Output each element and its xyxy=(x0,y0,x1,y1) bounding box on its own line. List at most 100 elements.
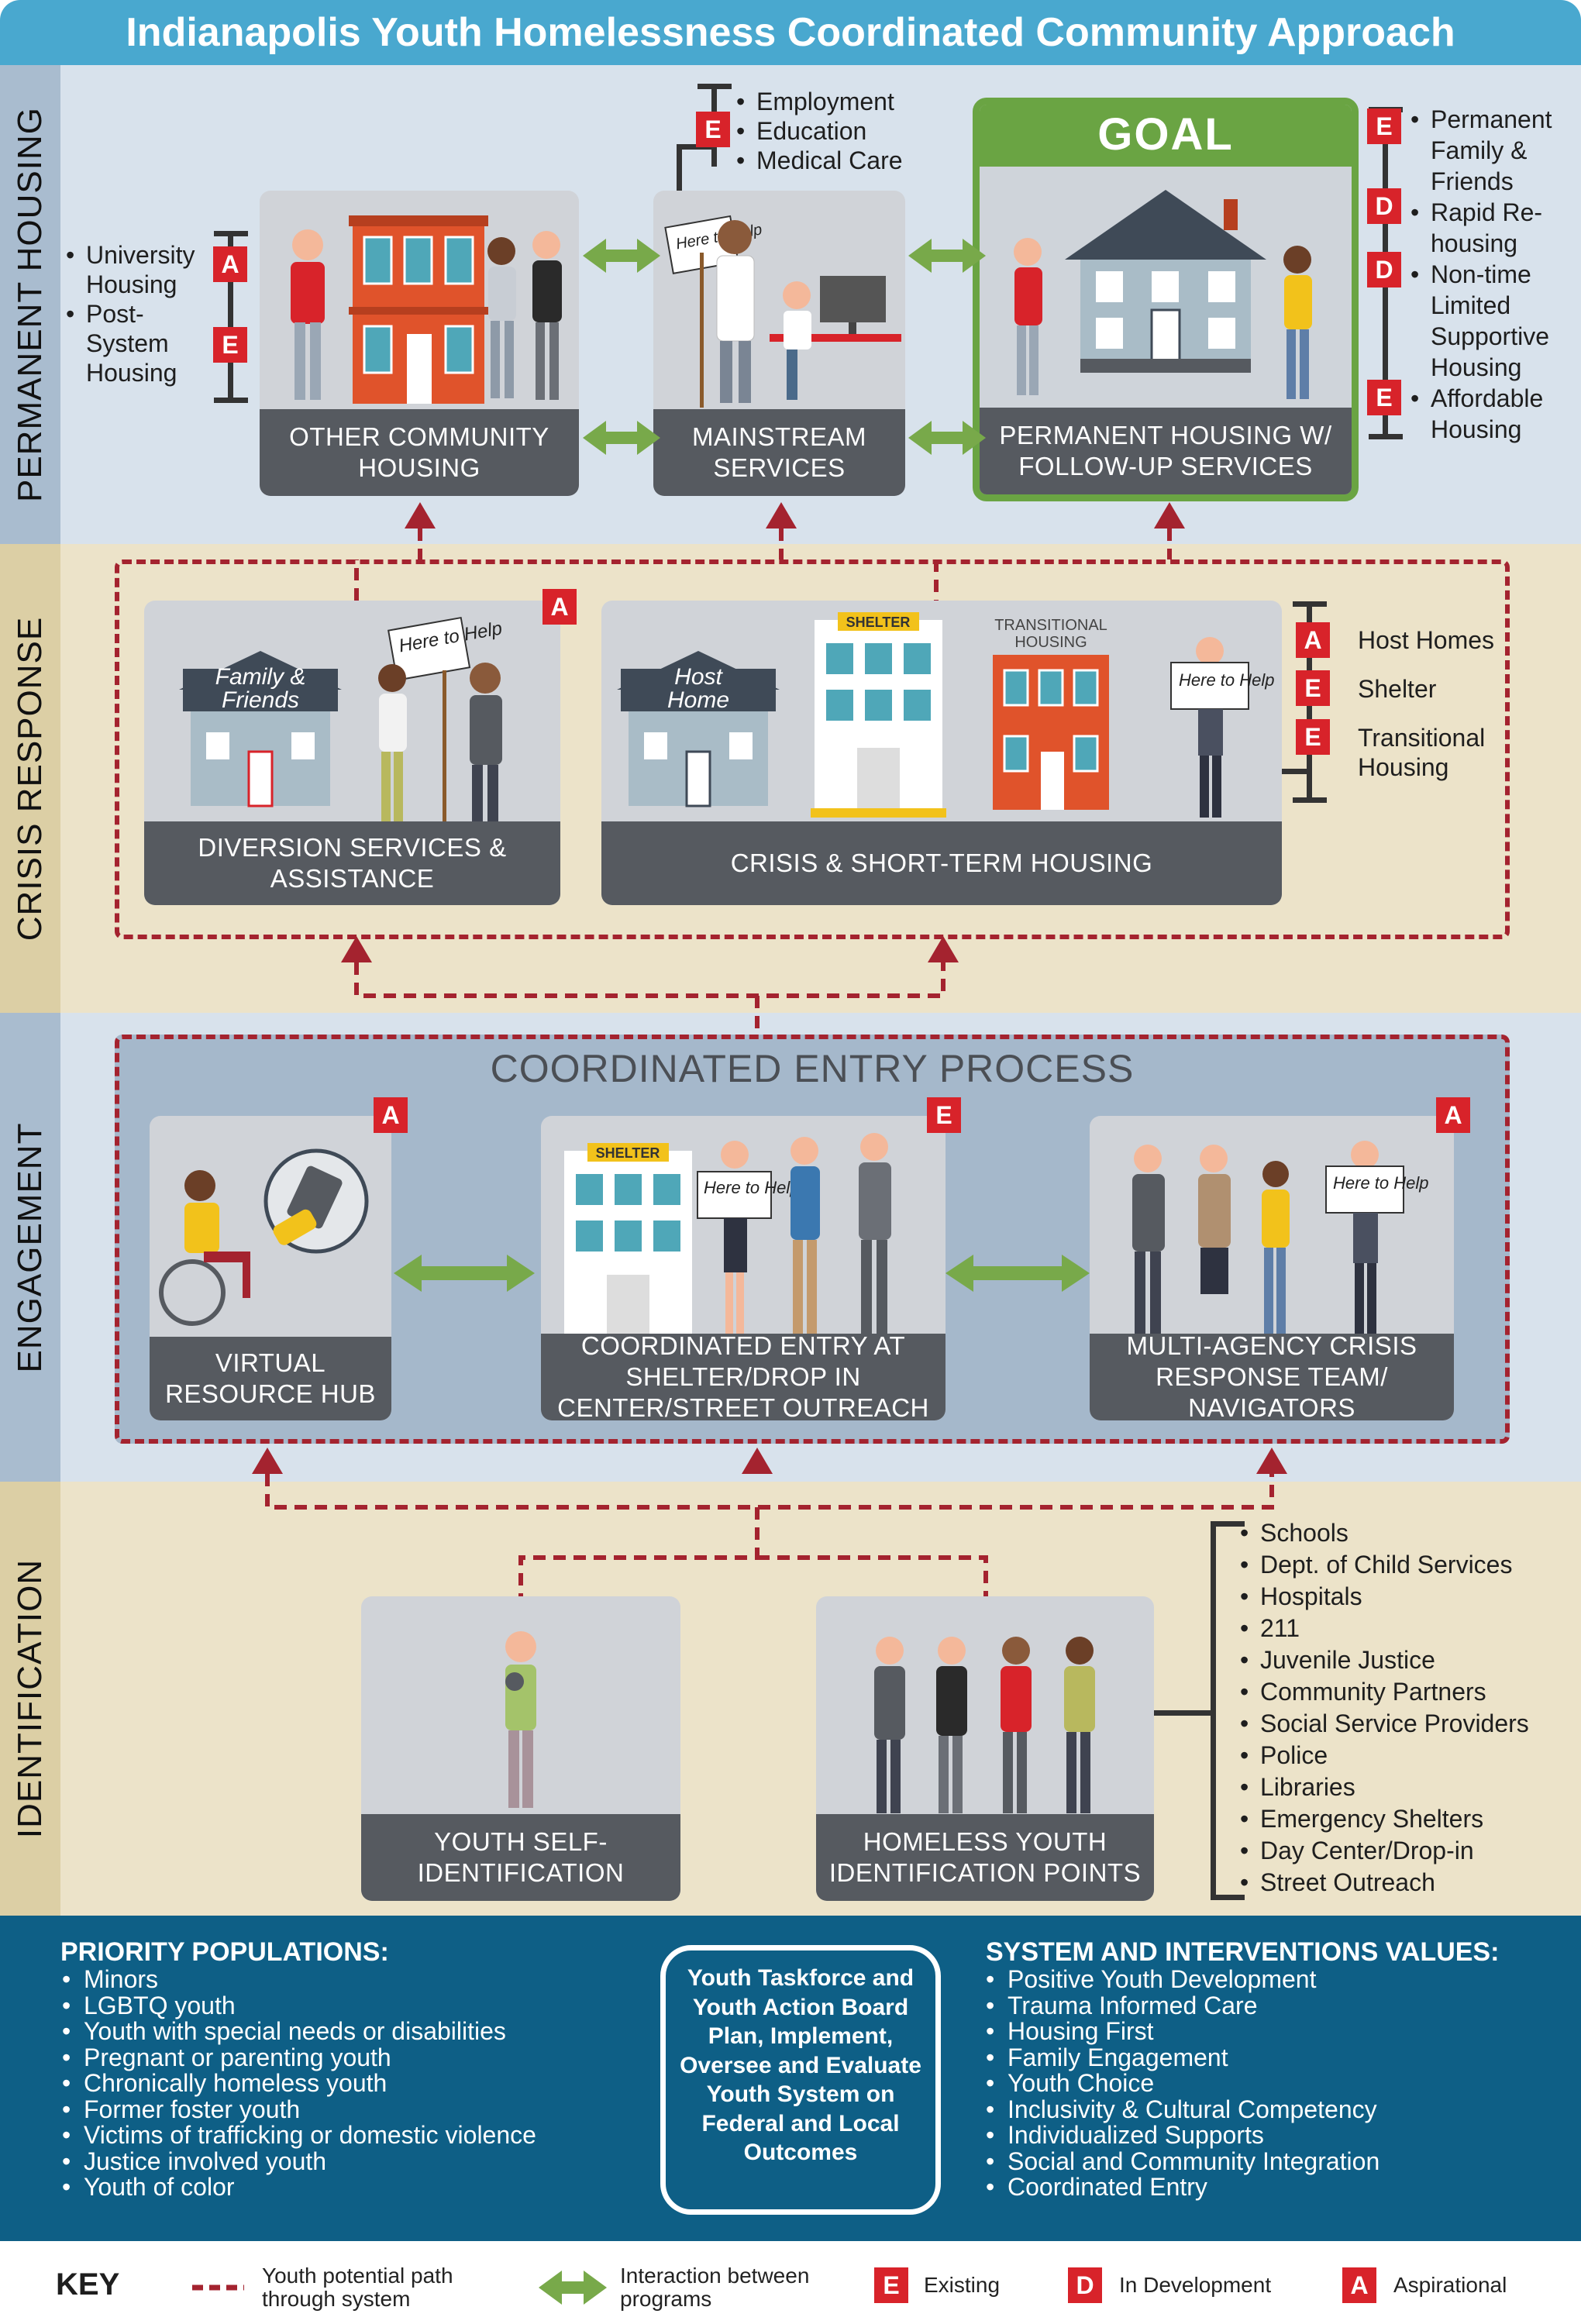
sign-text: Here to Help xyxy=(704,1178,800,1197)
bracket xyxy=(228,232,233,401)
card-caption: PERMANENT HOUSING W/ FOLLOW-UP SERVICES xyxy=(980,408,1352,494)
key-existing-label: Existing xyxy=(924,2273,1001,2297)
status-badge-existing: E xyxy=(1367,108,1401,144)
list-item: Street Outreach xyxy=(1240,1867,1573,1899)
card-caption: DIVERSION SERVICES & ASSISTANCE xyxy=(144,821,560,905)
list-item: Social Service Providers xyxy=(1240,1708,1573,1740)
list-item: Inclusivity & Cultural Competency xyxy=(986,2096,1528,2123)
goal-list: Permanent Family & Friends Rapid Re-hous… xyxy=(1410,104,1573,445)
key-aspirational-label: Aspirational xyxy=(1393,2273,1507,2297)
multi-agency-card: Here to Help MULTI-AGENCY CRISIS RESPONS… xyxy=(1090,1116,1454,1420)
list-item: Employment xyxy=(736,87,969,116)
list-item: Libraries xyxy=(1240,1771,1573,1803)
card-caption: COORDINATED ENTRY AT SHELTER/DROP IN CEN… xyxy=(541,1331,946,1420)
tab-identification: IDENTIFICATION xyxy=(0,1482,60,1916)
list-item: Dept. of Child Services xyxy=(1240,1549,1573,1581)
page-title: Indianapolis Youth Homelessness Coordina… xyxy=(0,0,1581,65)
goal-label: GOAL xyxy=(980,105,1352,167)
list-item: Housing First xyxy=(986,2018,1528,2045)
sign-text: Here to Help xyxy=(1179,670,1275,690)
mainstream-services-list: Employment Education Medical Care xyxy=(736,87,969,175)
group-illustration xyxy=(874,1637,1095,1813)
status-badge-development: D xyxy=(1367,188,1401,224)
list-item: Victims of trafficking or domestic viole… xyxy=(62,2122,651,2149)
crisis-item: Host Homes xyxy=(1358,626,1495,654)
house-sign: Family & xyxy=(215,664,306,690)
status-badge-existing: E xyxy=(213,327,247,363)
transitional-sign: HOUSING xyxy=(1014,634,1087,651)
card-caption: MAINSTREAM SERVICES xyxy=(653,409,905,496)
bracket xyxy=(677,144,682,191)
list-item: Juvenile Justice xyxy=(1240,1644,1573,1676)
street-outreach-illustration: SHELTER Here to Help xyxy=(560,1133,891,1344)
list-item: Youth Choice xyxy=(986,2070,1528,2097)
bracket xyxy=(214,398,248,403)
key-aspirational-badge: A xyxy=(1342,2267,1376,2303)
list-item: Medical Care xyxy=(736,146,969,175)
key-existing-badge: E xyxy=(874,2267,908,2303)
card-caption: VIRTUAL RESOURCE HUB xyxy=(150,1337,391,1420)
wheelchair-illustration xyxy=(159,1148,369,1326)
card-caption: YOUTH SELF-IDENTIFICATION xyxy=(361,1814,680,1901)
list-item: Youth of color xyxy=(62,2174,651,2201)
house-sign: Home xyxy=(667,687,729,713)
transitional-sign: TRANSITIONAL xyxy=(994,617,1107,634)
interaction-arrow-icon xyxy=(539,2271,607,2305)
status-badge-existing: E xyxy=(1367,380,1401,415)
youth-illustration xyxy=(505,1631,536,1808)
key-development-badge: D xyxy=(1068,2267,1102,2303)
key-development-label: In Development xyxy=(1119,2273,1272,2297)
bracket xyxy=(214,231,248,236)
status-badge-aspirational: A xyxy=(374,1097,408,1133)
crisis-item: Shelter xyxy=(1358,675,1437,703)
list-item: Education xyxy=(736,116,969,146)
bracket xyxy=(1154,1710,1214,1716)
key-path-label: Youth potential path through system xyxy=(262,2264,453,2311)
tab-engagement: ENGAGEMENT xyxy=(0,1013,60,1482)
house-sign: Friends xyxy=(222,687,299,713)
virtual-resource-hub-card: VIRTUAL RESOURCE HUB xyxy=(150,1116,391,1420)
card-caption: OTHER COMMUNITY HOUSING xyxy=(260,409,579,496)
list-item: Schools xyxy=(1240,1517,1573,1549)
list-item: Emergency Shelters xyxy=(1240,1803,1573,1835)
identification-points-list: SchoolsDept. of Child ServicesHospitals2… xyxy=(1240,1517,1573,1899)
list-item: Coordinated Entry xyxy=(986,2174,1528,2201)
bracket xyxy=(1369,434,1403,439)
mainstream-services-card: Here to Help MAINSTREAM SERVICES xyxy=(653,191,905,496)
shelter-sign: SHELTER xyxy=(596,1145,660,1161)
status-badge-existing: E xyxy=(696,112,730,147)
list-item: University Housing xyxy=(66,240,213,299)
status-badge-development: D xyxy=(1367,252,1401,287)
list-item: Former foster youth xyxy=(62,2096,651,2123)
key-title: KEY xyxy=(56,2267,120,2302)
key-interaction-label: Interaction between programs xyxy=(620,2264,810,2311)
other-community-housing-card: OTHER COMMUNITY HOUSING xyxy=(260,191,579,496)
values-title: SYSTEM AND INTERVENTIONS VALUES: xyxy=(986,1937,1500,1967)
house-illustration xyxy=(1014,190,1312,399)
card-caption: HOMELESS YOUTH IDENTIFICATION POINTS xyxy=(816,1814,1154,1901)
status-badge-aspirational: A xyxy=(1296,622,1330,658)
list-item: Justice involved youth xyxy=(62,2148,651,2175)
values-list: Positive Youth DevelopmentTrauma Informe… xyxy=(986,1966,1528,2201)
status-badge-existing: E xyxy=(1296,670,1330,706)
list-item: LGBTQ youth xyxy=(62,1992,651,2019)
status-badge-existing: E xyxy=(927,1097,961,1133)
list-item: Youth with special needs or disabilities xyxy=(62,2018,651,2045)
diversion-services-card: Family & Friends Here to Help DIVERSION … xyxy=(144,601,560,905)
shelter-illustration: Host Home SHELTER TRANSITIONAL HOUSING H… xyxy=(617,612,1275,818)
other-housing-list: University Housing Post-System Housing xyxy=(66,240,213,387)
crisis-short-term-housing-card: Host Home SHELTER TRANSITIONAL HOUSING H… xyxy=(601,601,1282,905)
bracket xyxy=(698,84,732,89)
youth-self-identification-card: YOUTH SELF-IDENTIFICATION xyxy=(361,1596,680,1901)
status-badge-aspirational: A xyxy=(1436,1097,1470,1133)
card-caption: MULTI-AGENCY CRISIS RESPONSE TEAM/ NAVIG… xyxy=(1090,1331,1454,1420)
doctor-illustration: Here to Help xyxy=(664,215,901,408)
priority-populations-list: MinorsLGBTQ youthYouth with special need… xyxy=(62,1966,651,2201)
goal-card: GOAL PERMANENT HOUSING W/ FOLLOW-UP SERV… xyxy=(973,98,1359,501)
list-item: Individualized Supports xyxy=(986,2122,1528,2149)
list-item: Community Partners xyxy=(1240,1676,1573,1708)
family-house-illustration: Family & Friends Here to Help xyxy=(179,616,504,827)
list-item: Trauma Informed Care xyxy=(986,1992,1528,2019)
list-item: Hospitals xyxy=(1240,1581,1573,1613)
